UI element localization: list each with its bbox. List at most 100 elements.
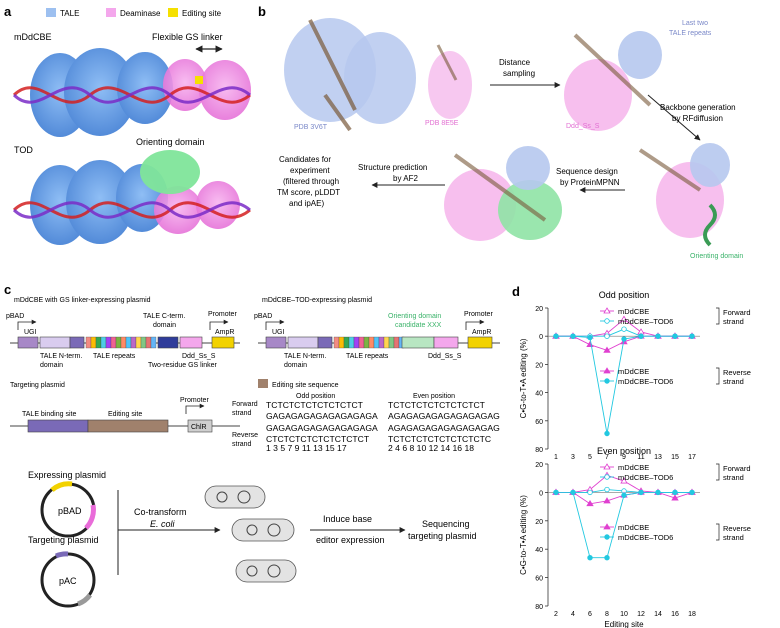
- tgt-plasmid-label: Targeting plasmid: [28, 535, 99, 545]
- y-axis-label: C•G-to-T•A editing (%): [519, 495, 528, 575]
- odc-label-1: Orienting domain: [388, 313, 441, 320]
- data-point: [604, 430, 610, 437]
- strand-label: Reverse: [723, 368, 751, 377]
- strand-label: strand: [723, 473, 744, 482]
- seq-design-label-2: by ProteinMPNN: [560, 178, 620, 187]
- y-tick-label: 60: [535, 576, 543, 583]
- data-point: [553, 489, 559, 496]
- y-tick-label: 20: [535, 306, 543, 313]
- y-tick-label: 0: [539, 334, 543, 341]
- pac-circle-label: pAC: [59, 576, 77, 586]
- data-point: [689, 489, 695, 496]
- induce-label-1: Induce base: [323, 514, 372, 524]
- ugi2-label: UGI: [272, 329, 285, 336]
- tale-repeat-block: [90, 336, 97, 349]
- plasmid2-title: mDdCBE–TOD-expressing plasmid: [262, 297, 372, 304]
- nums-odd: 1 3 5 7 9 11 13 15 17: [266, 443, 347, 453]
- tale-repeat-block: [150, 336, 157, 349]
- data-point: [553, 333, 559, 339]
- seq-fwd-odd: TCTCTCTCTCTCTCTCT: [266, 400, 364, 410]
- orienting-domain-label: Orienting domain: [136, 137, 205, 147]
- ampr1-label: AmpR: [215, 329, 234, 336]
- editseq-label: Editing site sequence: [272, 382, 339, 389]
- data-point: [671, 494, 679, 501]
- cotransform-label-2: E. coli: [150, 519, 176, 529]
- backbone-structure: [638, 143, 730, 247]
- x-tick-label: 6: [588, 611, 592, 618]
- odc-label-2: candidate XXX: [395, 322, 442, 329]
- panel-b-label: b: [258, 4, 266, 19]
- x-tick-label: 1: [554, 454, 558, 461]
- tale-repeat-block: [388, 336, 395, 349]
- x-tick-label: 17: [688, 454, 696, 461]
- gs-linker-label: Flexible GS linker: [152, 32, 223, 42]
- nterm1-label-2: domain: [40, 362, 63, 369]
- x-tick-label: 18: [688, 611, 696, 618]
- tale-repeat-block: [125, 336, 132, 349]
- promoter2-label: Promoter: [464, 311, 493, 318]
- legend-marker: [604, 474, 610, 480]
- fwd-strand-label-2: strand: [232, 410, 252, 417]
- legend-label: mDdCBE: [618, 463, 649, 472]
- orienting-b-label: Orienting domain: [690, 253, 743, 260]
- pdb1-label: PDB 3V6T: [294, 124, 328, 131]
- x-tick-label: 8: [605, 611, 609, 618]
- tale-repeat-block: [140, 336, 147, 349]
- tod-structure: [12, 150, 251, 245]
- tale-repeat-block: [135, 336, 142, 349]
- candidates-label-5: and ipAE): [289, 199, 324, 208]
- y-tick-label: 20: [535, 519, 543, 526]
- mddcbe-label: mDdCBE: [14, 32, 52, 42]
- ugi1-label: UGI: [24, 329, 37, 336]
- backbone-arrow: [647, 94, 701, 141]
- strand-label: Forward: [723, 464, 751, 473]
- dss-b-label: Ddd_Ss_S: [566, 123, 600, 130]
- data-point: [587, 489, 593, 496]
- legend-tale-swatch: [46, 8, 56, 17]
- candidates-label-4: TM score, pLDDT: [277, 188, 340, 197]
- data-point: [603, 346, 611, 353]
- structure-pred-label-2: by AF2: [393, 174, 418, 183]
- distance-label-1: Distance: [499, 58, 531, 67]
- seq-fwd-even: TCTCTCTCTCTCTCTCT: [388, 400, 486, 410]
- targeting-map: [10, 403, 240, 433]
- data-point: [570, 333, 576, 339]
- y-tick-label: 0: [539, 490, 543, 497]
- data-point: [620, 315, 628, 322]
- data-point: [604, 333, 610, 339]
- chart-title: Odd position: [599, 290, 650, 300]
- tale-repeat-block: [130, 336, 137, 349]
- legend-marker: [604, 318, 610, 324]
- tale-repeat-block: [358, 336, 365, 349]
- backbone-label-1: Backbone generation: [660, 103, 736, 112]
- legend-label: mDdCBE–TOD6: [618, 533, 673, 542]
- data-point: [655, 333, 661, 339]
- strand-label: Forward: [723, 308, 751, 317]
- tale-repeat-block: [115, 336, 122, 349]
- data-point: [586, 340, 594, 348]
- tale-repeat-block: [373, 336, 380, 349]
- data-point: [604, 486, 610, 493]
- legend-marker: [603, 463, 611, 470]
- candidates-label-2: experiment: [290, 166, 330, 175]
- designed-structure: [444, 146, 562, 241]
- data-point: [620, 477, 628, 484]
- tale-repeat-block: [393, 336, 400, 349]
- x-tick-label: 16: [671, 611, 679, 618]
- data-point: [638, 489, 644, 496]
- sampled-structure: [564, 31, 662, 131]
- seq-rev-even-top: AGAGAGAGAGAGAGAGAG: [388, 423, 500, 433]
- data-point: [586, 499, 594, 507]
- editseq-swatch: [258, 379, 268, 388]
- rev-strand-label-1: Reverse: [232, 432, 258, 439]
- legend-site-label: Editing site: [182, 9, 222, 18]
- nterm1-label-1: TALE N-term.: [40, 353, 82, 360]
- tale-repeat-block: [110, 336, 117, 349]
- ampr2-label: AmpR: [472, 329, 491, 336]
- seq-mid-odd: GAGAGAGAGAGAGAGAGA: [266, 411, 378, 421]
- x-tick-label: 13: [654, 454, 662, 461]
- tale-repeat-block: [120, 336, 127, 349]
- data-point: [587, 334, 593, 341]
- promoter3-label: Promoter: [180, 397, 209, 404]
